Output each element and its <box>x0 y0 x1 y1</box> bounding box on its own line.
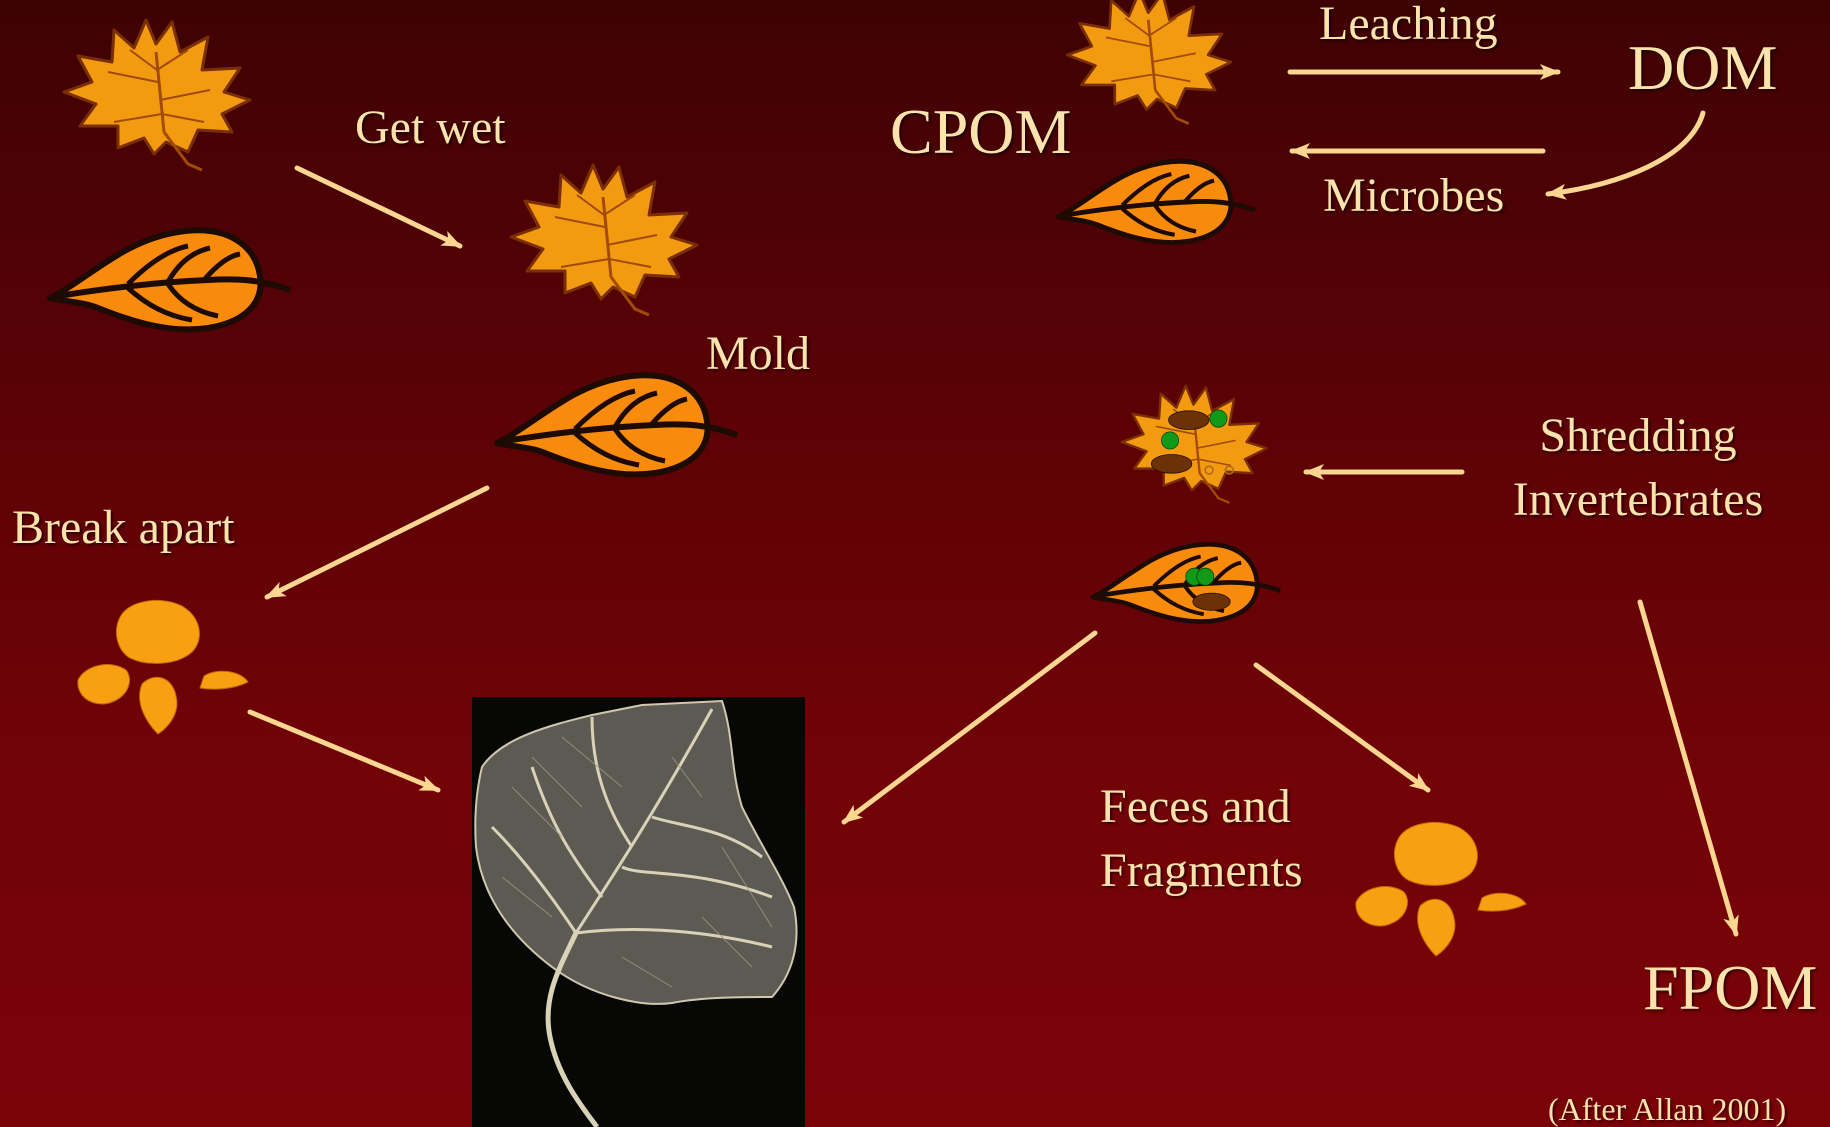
arrow-break-apart <box>267 488 487 597</box>
arrow-to-fpom <box>1640 602 1736 934</box>
label-break-apart: Break apart <box>12 504 235 552</box>
moldy-curled-leaf-icon <box>1093 544 1280 621</box>
label-cpom: CPOM <box>890 100 1071 164</box>
arrow-dom-to-microbes <box>1548 113 1703 194</box>
label-get-wet: Get wet <box>355 104 506 152</box>
label-shredding-line1: Shredding <box>1498 404 1778 468</box>
maple-leaf-icon <box>1067 0 1231 124</box>
label-leaching: Leaching <box>1319 0 1498 48</box>
label-feces-fragments: Feces and Fragments <box>1100 775 1303 903</box>
label-feces-line1: Feces and <box>1100 775 1303 839</box>
label-dom: DOM <box>1628 36 1777 100</box>
label-shredding-invertebrates: Shredding Invertebrates <box>1498 404 1778 532</box>
curled-leaf-icon <box>50 230 290 329</box>
moldy-maple-leaf-icon <box>1122 386 1267 503</box>
leaf-fragments-icon <box>78 600 248 734</box>
arrow-to-skeleton <box>844 633 1095 822</box>
label-shredding-line2: Invertebrates <box>1498 468 1778 532</box>
label-microbes: Microbes <box>1323 172 1504 220</box>
arrow-fragments-to-skeleton <box>250 712 438 790</box>
label-feces-line2: Fragments <box>1100 839 1303 903</box>
citation: (After Allan 2001) <box>1548 1093 1786 1125</box>
maple-leaf-icon <box>64 20 250 170</box>
arrow-to-feces <box>1256 665 1428 790</box>
arrow-get-wet <box>297 168 460 246</box>
moldy-curled-leaf-icon <box>497 375 737 474</box>
wet-maple-leaf-icon <box>511 165 697 315</box>
label-mold: Mold <box>706 330 810 378</box>
curled-leaf-icon <box>1058 161 1255 242</box>
leaf-fragments-icon <box>1356 822 1526 956</box>
label-fpom: FPOM <box>1643 956 1817 1020</box>
skeleton-leaf-photo <box>472 697 805 1127</box>
